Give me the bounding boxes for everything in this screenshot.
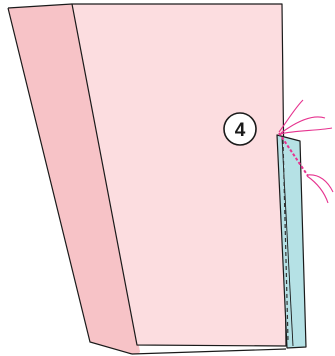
- back-fabric-panel-body: [8, 4, 140, 354]
- step-marker-circle: [223, 112, 257, 146]
- back-panel-hem-edge: [131, 348, 287, 355]
- facing-fold-line: [281, 137, 294, 347]
- step-marker: 4: [223, 112, 257, 146]
- front-fabric-panel: [71, 3, 287, 347]
- step-number-label: 4: [235, 120, 246, 141]
- thread-end-upper: [278, 99, 333, 135]
- back-fabric-panel-outline: [7, 3, 133, 355]
- thread-end-lower: [306, 174, 334, 204]
- facing-stitch-line: [282, 139, 289, 341]
- corner-seam-stitch: [278, 132, 309, 177]
